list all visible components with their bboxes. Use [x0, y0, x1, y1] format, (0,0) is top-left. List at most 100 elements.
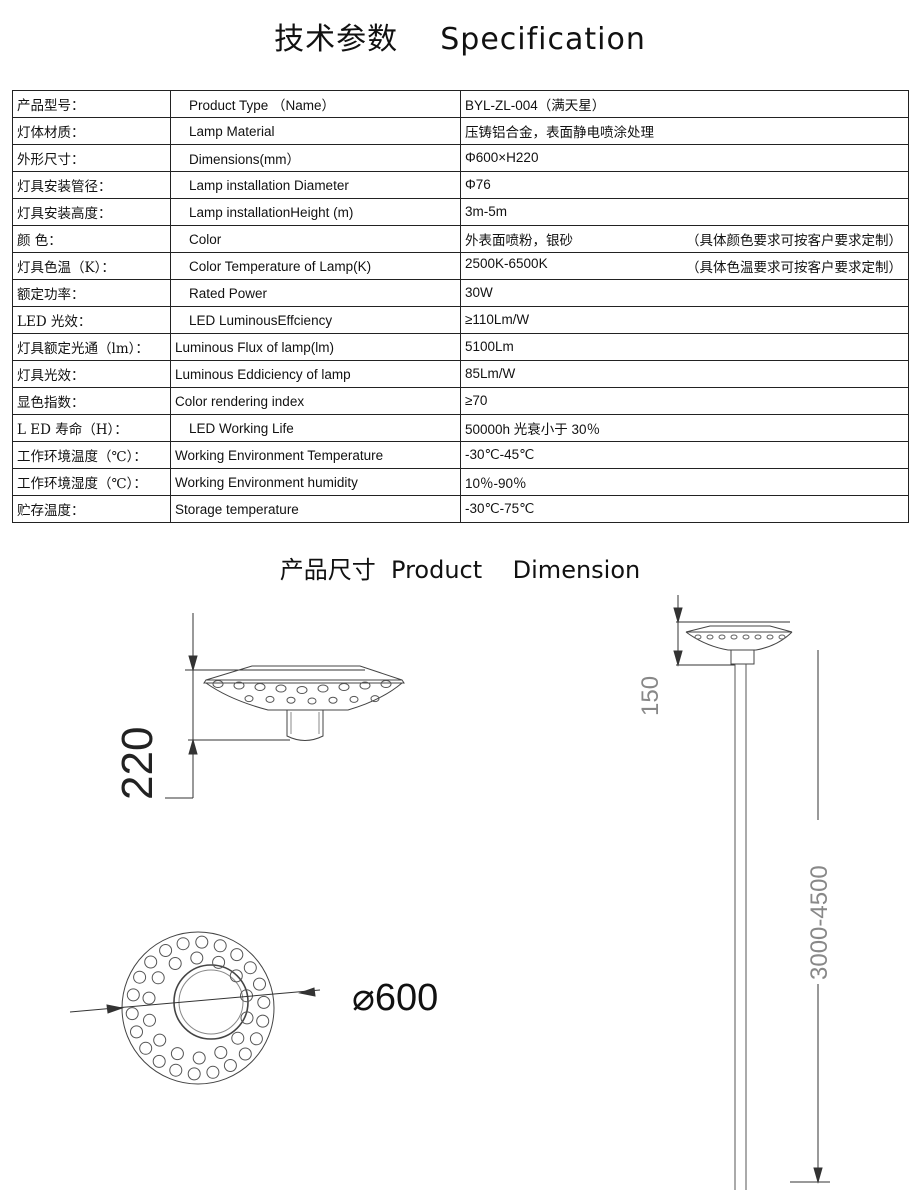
- lamp-hole: [195, 935, 209, 949]
- spec-label-cn: 颜 色：: [12, 225, 171, 253]
- spec-name-en: Working Environment humidity: [170, 468, 461, 496]
- spec-note: （具体颜色要求可按客户要求定制）: [686, 233, 902, 249]
- lamp-hole: [238, 1047, 252, 1061]
- spec-value: 2500K-6500K: [465, 256, 548, 271]
- lamp-hole: [151, 971, 165, 985]
- specification-table: 产品型号：Product Type （Name）BYL-ZL-004（满天星） 灯…: [12, 90, 909, 523]
- lamp-hole: [187, 1067, 201, 1081]
- spec-label-cn: 灯具安装高度：: [12, 198, 171, 226]
- spec-value: BYL-ZL-004（满天星）: [465, 98, 606, 113]
- spec-name-en: Luminous Eddiciency of lamp: [170, 360, 461, 388]
- lamp-hole: [265, 695, 275, 703]
- spec-row: 显色指数：Color rendering index≥70: [12, 387, 909, 415]
- spec-value: 5100Lm: [465, 339, 514, 354]
- lamp-hole: [142, 991, 156, 1005]
- spec-value: 外表面喷粉，银砂: [465, 233, 573, 248]
- lamp-hole: [754, 634, 762, 640]
- lamp-hole: [257, 995, 271, 1009]
- lamp-hole: [307, 697, 317, 705]
- lamp-hole: [231, 1031, 245, 1045]
- spec-label-cn: L ED 寿命（H）：: [12, 414, 171, 442]
- lamp-hole: [296, 686, 308, 694]
- lamp-hole: [243, 961, 257, 975]
- lamp-hole: [730, 634, 738, 640]
- lamp-hole: [176, 937, 190, 951]
- lamp-hole: [370, 695, 380, 703]
- spec-value-cell: ≥70: [460, 387, 909, 415]
- spec-label-cn: 外形尺寸：: [12, 144, 171, 172]
- lamp-hole: [380, 680, 392, 688]
- lamp-hole: [190, 951, 204, 965]
- lamp-hole: [152, 1054, 166, 1068]
- lamp-hole: [169, 1063, 183, 1077]
- lamp-hole: [349, 695, 359, 703]
- spec-value: Φ76: [465, 177, 491, 192]
- spec-label-cn: 产品型号：: [12, 90, 171, 118]
- lamp-hole: [168, 957, 182, 970]
- lamp-hole: [694, 634, 702, 640]
- lamp-hole: [254, 683, 266, 691]
- lamp-hole: [338, 683, 350, 691]
- spec-value: ≥110Lm/W: [465, 312, 530, 327]
- spec-value: 30W: [465, 285, 493, 300]
- spec-name-en: Lamp installation Diameter: [170, 171, 461, 199]
- spec-row: 外形尺寸：Dimensions(mm） Φ600×H220: [12, 144, 909, 172]
- spec-value-cell: 30W: [460, 279, 909, 307]
- height-dimension-label: 220: [113, 727, 162, 800]
- lamp-top-view: [69, 931, 321, 1085]
- spec-label-cn: 灯具额定光通（lm）：: [12, 333, 171, 361]
- spec-label-cn: 显色指数：: [12, 387, 171, 415]
- spec-value: 压铸铝合金，表面静电喷涂处理: [465, 125, 654, 140]
- lamp-hole: [214, 1046, 228, 1059]
- page-title: 技术参数 Specification: [274, 22, 646, 57]
- pole-height-dimension-label: 3000-4500: [806, 865, 833, 980]
- lamp-hole: [213, 939, 227, 953]
- lamp-hole: [317, 684, 329, 693]
- lamp-hole: [766, 634, 774, 640]
- spec-value: 10％-90％: [465, 476, 527, 491]
- spec-name-en: Dimensions(mm）: [170, 144, 461, 172]
- spec-value-cell: 压铸铝合金，表面静电喷涂处理: [460, 117, 909, 145]
- spec-value-cell: -30℃-75℃: [460, 495, 909, 523]
- spec-row: 灯具额定光通（lm）：Luminous Flux of lamp(lm)5100…: [12, 333, 909, 361]
- lamp-hole: [230, 948, 244, 962]
- lamp-hole: [275, 684, 287, 693]
- lamp-hole: [143, 1013, 156, 1027]
- spec-value: 85Lm/W: [465, 366, 516, 381]
- lamp-hole: [130, 1025, 143, 1039]
- spec-name-en: Working Environment Temperature: [170, 441, 461, 469]
- lamp-hole: [212, 680, 224, 688]
- lamp-hole: [192, 1051, 206, 1065]
- lamp-hole: [223, 1059, 237, 1072]
- spec-name-en: Lamp Material: [170, 117, 461, 145]
- spec-value-cell: 50000h 光衰小于 30％: [460, 414, 909, 442]
- lamp-hole: [153, 1033, 167, 1047]
- spec-value-cell: ≥110Lm/W: [460, 306, 909, 334]
- lamp-hole: [256, 1014, 270, 1028]
- spec-label-cn: 灯具安装管径：: [12, 171, 171, 199]
- spec-value: 50000h 光衰小于 30％: [465, 422, 601, 437]
- lamp-hole: [718, 634, 726, 640]
- lamp-hole: [206, 1065, 220, 1079]
- spec-row: 产品型号：Product Type （Name）BYL-ZL-004（满天星）: [12, 90, 909, 118]
- lamp-hole: [159, 944, 173, 957]
- lamp-hole: [212, 955, 226, 969]
- lamp-hole: [742, 634, 750, 640]
- lamp-hole: [286, 696, 296, 704]
- spec-label-cn: 灯具色温（K）：: [12, 252, 171, 280]
- spec-label-cn: 额定功率：: [12, 279, 171, 307]
- spec-value: Φ600×H220: [465, 150, 539, 165]
- spec-value: -30℃-45℃: [465, 447, 535, 462]
- spec-value: ≥70: [465, 393, 488, 408]
- spec-value-cell: 10％-90％: [460, 468, 909, 496]
- lamp-hole: [133, 970, 147, 984]
- spec-row: 灯具安装高度：Lamp installationHeight (m)3m-5m: [12, 198, 909, 226]
- lamp-hole: [126, 988, 140, 1002]
- spec-value-cell: Φ600×H220: [460, 144, 909, 172]
- spec-row: 灯具色温（K）：Color Temperature of Lamp(K)2500…: [12, 252, 909, 280]
- lamp-hole: [249, 1032, 263, 1046]
- spec-label-cn: 工作环境温度（℃）：: [12, 441, 171, 469]
